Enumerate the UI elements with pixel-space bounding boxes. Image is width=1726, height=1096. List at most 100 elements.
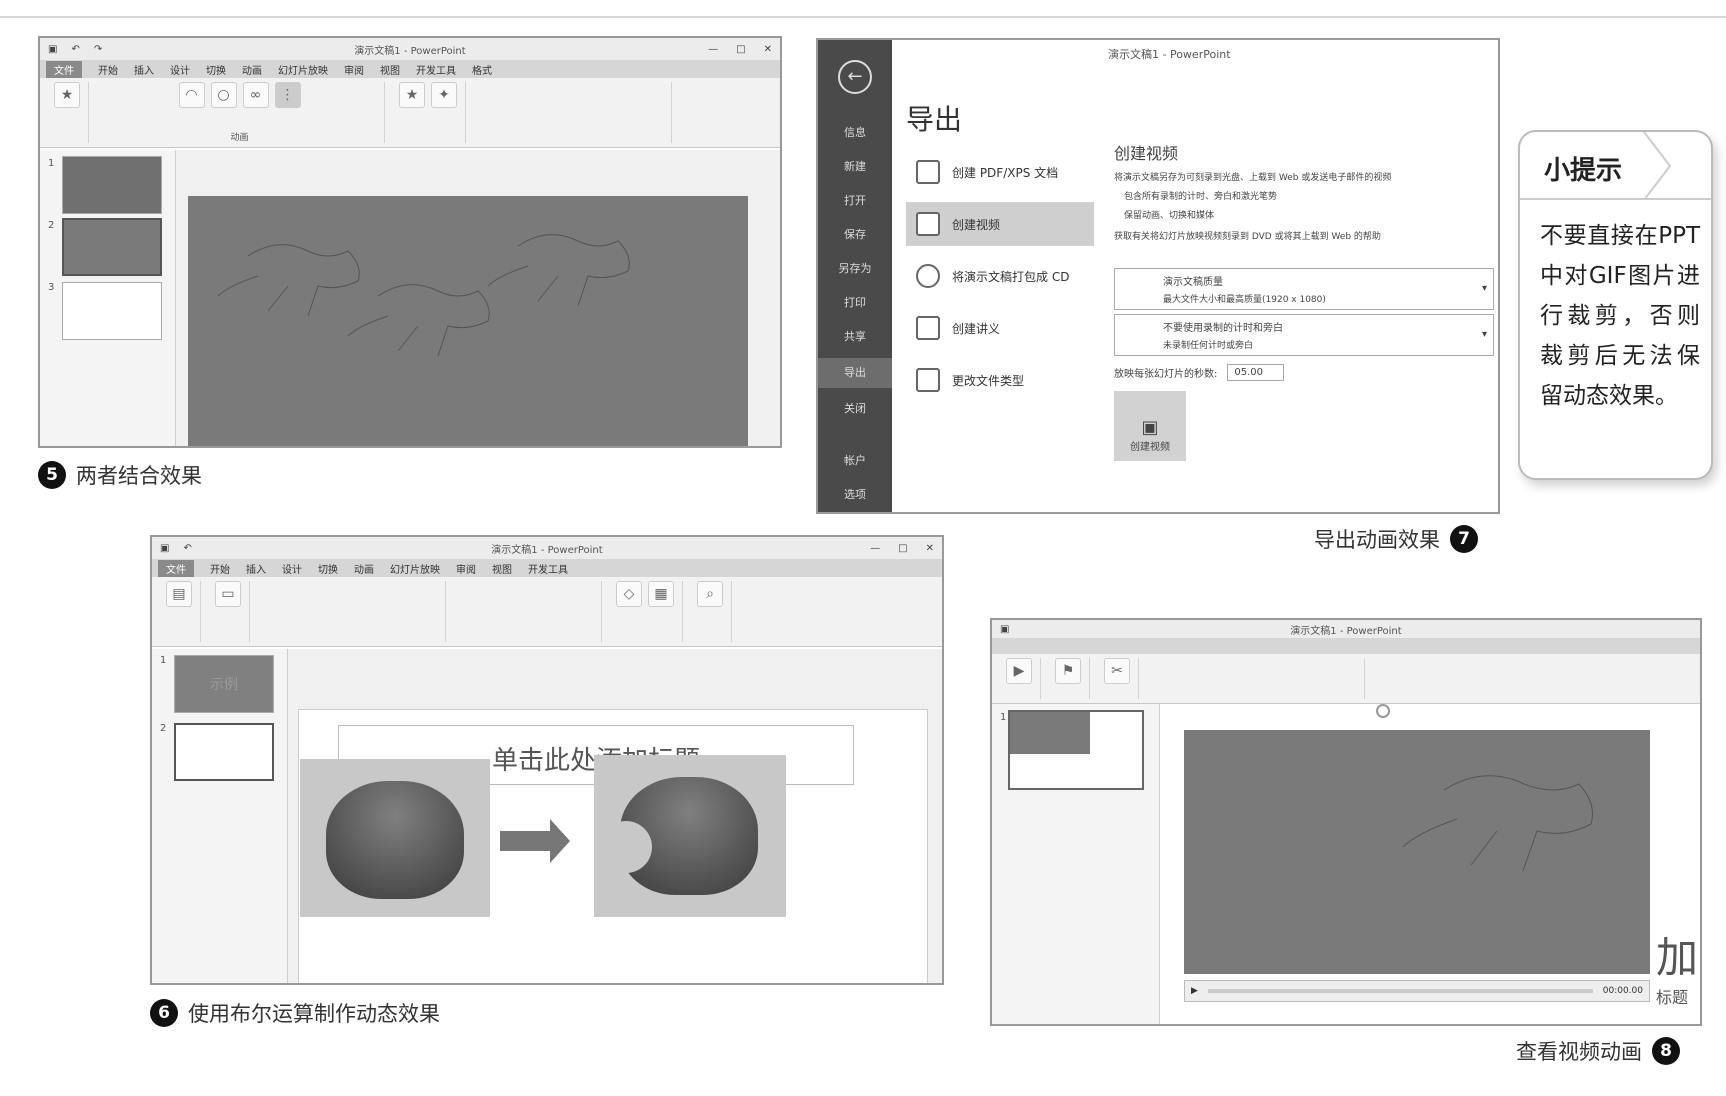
tip-header: 小提示 (1520, 132, 1711, 200)
animation-style-3[interactable]: ∞ (242, 82, 269, 108)
tab-animations[interactable]: 动画 (242, 65, 262, 77)
backstage-item-print[interactable]: 打印 (844, 296, 866, 309)
tab-insert[interactable]: 插入 (134, 65, 154, 77)
tab-developer[interactable]: 开发工具 (416, 65, 456, 77)
minimize-icon[interactable]: — (708, 43, 719, 55)
play-icon[interactable]: ▶ (1006, 658, 1032, 684)
video-help-link[interactable]: 获取有关将幻灯片放映视频刻录到 DVD 或将其上载到 Web 的帮助 (1114, 232, 1381, 242)
backstage-item-save[interactable]: 保存 (844, 228, 866, 241)
save-icon[interactable]: ▣ (48, 43, 58, 55)
thumb-number: 1 (48, 158, 55, 169)
undo-icon[interactable]: ↶ (183, 542, 192, 554)
option-label: 更改文件类型 (952, 373, 1025, 388)
backstage-item-new[interactable]: 新建 (844, 160, 866, 173)
video-playbar[interactable]: ▶ 00:00.00 (1184, 980, 1650, 1002)
back-arrow-icon[interactable]: ← (838, 60, 872, 94)
ribbon-group-editing: ✂ (1096, 658, 1139, 699)
new-slide-icon[interactable]: ▭ (215, 581, 241, 607)
quick-access-toolbar: ▣ ↶ 演示文稿1 - PowerPoint —□✕ (152, 537, 942, 559)
tab-review[interactable]: 审阅 (344, 65, 364, 77)
ribbon-group-bookmarks: ⚑ (1047, 658, 1090, 699)
backstage-item-share[interactable]: 共享 (844, 330, 866, 343)
arrange-icon[interactable]: ▦ (648, 581, 674, 607)
tab-slideshow[interactable]: 幻灯片放映 (278, 65, 328, 77)
slide-thumbnail[interactable]: 示例 (174, 655, 274, 713)
trim-icon[interactable]: ✂ (1104, 658, 1130, 684)
rotate-handle-icon[interactable] (1376, 704, 1390, 718)
add-animation-icon[interactable]: ✦ (431, 82, 457, 108)
export-option-video[interactable]: 创建视频 (906, 202, 1094, 246)
shape-after[interactable] (594, 755, 786, 917)
tab-home[interactable]: 开始 (210, 564, 230, 576)
quality-dropdown[interactable]: 演示文稿质量 最大文件大小和最高质量(1920 x 1080) ▾ (1114, 268, 1494, 310)
export-option-pdf[interactable]: 创建 PDF/XPS 文档 (906, 150, 1094, 194)
tab-review[interactable]: 审阅 (456, 564, 476, 576)
undo-icon[interactable]: ↶ (71, 43, 80, 55)
ribbon: ▤ ▭ ◇▦ ⌕ (152, 577, 942, 647)
slide-canvas[interactable] (188, 196, 748, 446)
seek-bar[interactable] (1207, 989, 1593, 993)
tab-design[interactable]: 设计 (282, 564, 302, 576)
minimize-icon[interactable]: — (870, 542, 881, 554)
shapes-icon[interactable]: ◇ (616, 581, 642, 607)
tab-slideshow[interactable]: 幻灯片放映 (390, 564, 440, 576)
redo-icon[interactable]: ↷ (93, 43, 103, 55)
find-icon[interactable]: ⌕ (697, 581, 723, 607)
backstage-item-info[interactable]: 信息 (844, 126, 866, 139)
backstage-item-saveas[interactable]: 另存为 (838, 262, 872, 275)
backstage-item-options[interactable]: 选项 (844, 488, 866, 501)
video-frame[interactable] (1184, 730, 1650, 974)
shape-before[interactable] (300, 759, 490, 917)
export-option-cd[interactable]: 将演示文稿打包成 CD (906, 254, 1094, 298)
close-icon[interactable]: ✕ (763, 43, 772, 55)
slide-thumbnail[interactable] (62, 282, 162, 340)
slide-thumbnail[interactable] (62, 218, 162, 276)
backstage-item-close[interactable]: 关闭 (844, 402, 866, 415)
animation-style-2[interactable]: ○ (210, 82, 237, 108)
close-icon[interactable]: ✕ (925, 542, 934, 554)
tab-format[interactable]: 格式 (472, 65, 492, 77)
timing-title: 不要使用录制的计时和旁白 (1163, 323, 1283, 334)
tab-developer[interactable]: 开发工具 (528, 564, 568, 576)
tab-view[interactable]: 视图 (380, 65, 400, 77)
thumb-number: 2 (48, 220, 55, 231)
animation-style-1[interactable]: ◠ (178, 82, 205, 108)
backstage-item-account[interactable]: 帐户 (844, 454, 866, 467)
tab-file[interactable]: 文件 (46, 60, 82, 78)
seconds-input[interactable]: 05.00 (1227, 364, 1285, 381)
slide-thumbnail[interactable] (62, 156, 162, 214)
tab-file[interactable]: 文件 (158, 559, 194, 577)
video-bullet: 包含所有录制的计时、旁白和激光笔势 (1124, 192, 1278, 202)
maximize-icon[interactable]: □ (736, 43, 746, 55)
play-icon[interactable]: ▶ (1191, 986, 1198, 996)
bookmark-icon[interactable]: ⚑ (1055, 658, 1081, 684)
slide-thumbnail[interactable] (1008, 710, 1144, 790)
backstage-sidebar: ← 信息 新建 打开 保存 另存为 打印 共享 导出 关闭 帐户 选项 (818, 40, 892, 512)
tab-home[interactable]: 开始 (98, 65, 118, 77)
figure-number-badge: 6 (150, 999, 178, 1027)
effect-star-icon[interactable]: ★ (399, 82, 425, 108)
video-options-panel: 创建视频 将演示文稿另存为可刻录到光盘、上载到 Web 或发送电子邮件的视频 包… (1114, 140, 1494, 510)
star-icon[interactable]: ★ (54, 82, 80, 108)
tab-animations[interactable]: 动画 (354, 564, 374, 576)
pdf-icon (916, 160, 940, 184)
tab-transitions[interactable]: 切换 (318, 564, 338, 576)
create-video-button[interactable]: ▣ 创建视频 (1114, 391, 1186, 461)
tab-view[interactable]: 视图 (492, 564, 512, 576)
slide-editing-area (176, 150, 780, 446)
backstage-item-export[interactable]: 导出 (818, 358, 892, 388)
save-icon[interactable]: ▣ (160, 542, 170, 554)
tab-transitions[interactable]: 切换 (206, 65, 226, 77)
export-option-handouts[interactable]: 创建讲义 (906, 306, 1094, 350)
slide-thumbnail[interactable] (174, 723, 274, 781)
tab-design[interactable]: 设计 (170, 65, 190, 77)
window-title: 演示文稿1 - PowerPoint (354, 45, 466, 57)
maximize-icon[interactable]: □ (898, 542, 908, 554)
export-option-filetype[interactable]: 更改文件类型 (906, 358, 1094, 402)
timing-dropdown[interactable]: 不要使用录制的计时和旁白 未录制任何计时或旁白 ▾ (1114, 314, 1494, 356)
backstage-item-open[interactable]: 打开 (844, 194, 866, 207)
tab-insert[interactable]: 插入 (246, 564, 266, 576)
animation-style-4[interactable]: ⋮ (274, 82, 301, 108)
paste-icon[interactable]: ▤ (166, 581, 192, 607)
save-icon[interactable]: ▣ (1000, 623, 1010, 635)
